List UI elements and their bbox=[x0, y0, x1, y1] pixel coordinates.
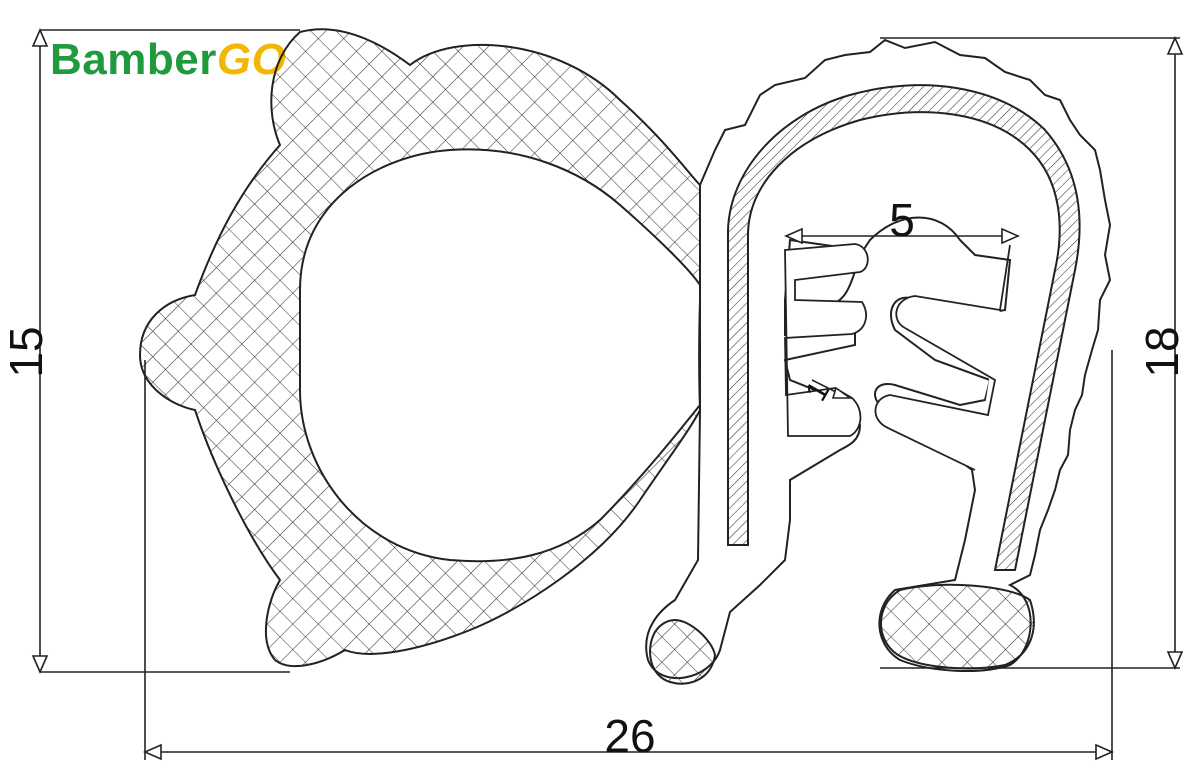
dimension-height-right bbox=[880, 36, 1184, 670]
label-height-left: 15 bbox=[0, 326, 52, 377]
gripping-fins-right bbox=[874, 244, 1011, 471]
dimension-gap-inner bbox=[784, 227, 1020, 245]
steel-core-insert bbox=[727, 84, 1081, 571]
bulb-outer-contour bbox=[138, 28, 702, 668]
dimension-width-bottom bbox=[143, 350, 1114, 761]
lip-left-foam bbox=[649, 618, 717, 685]
logo-text-bamber: Bamber bbox=[50, 35, 217, 84]
label-width-bottom: 26 bbox=[604, 710, 655, 762]
brand-logo: BamberGO bbox=[50, 38, 286, 82]
gripping-fins bbox=[784, 243, 869, 437]
dimension-height-left bbox=[31, 28, 300, 674]
lip-right-foam bbox=[880, 583, 1035, 670]
dimension-lip-thickness bbox=[811, 379, 853, 399]
label-height-right: 18 bbox=[1136, 326, 1188, 377]
label-gap-inner: 5 bbox=[889, 194, 915, 246]
